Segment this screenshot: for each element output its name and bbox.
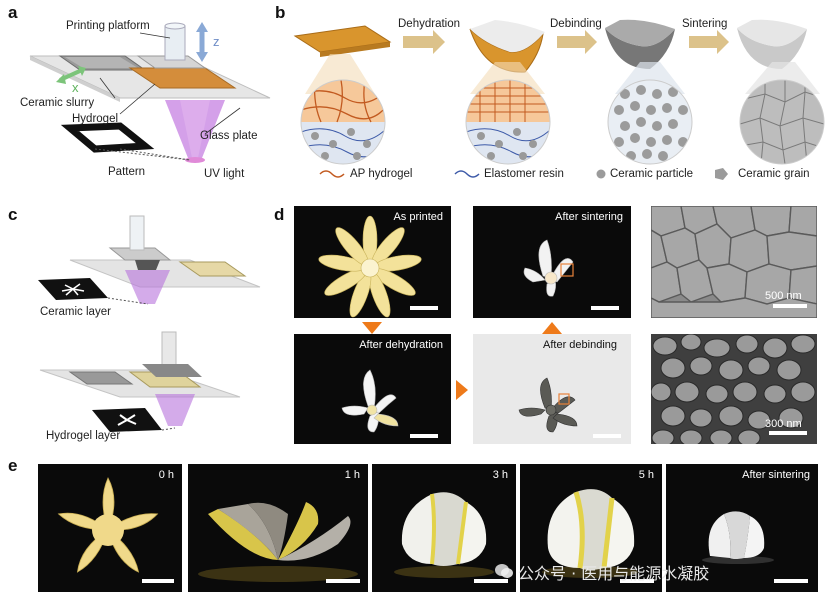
scale-bar — [591, 306, 619, 310]
label-0h: 0 h — [158, 469, 174, 481]
scale-bar — [620, 579, 654, 583]
label-debinding: Debinding — [550, 18, 602, 30]
scale-bar — [326, 579, 360, 583]
scale-bar — [769, 431, 807, 435]
label-as-printed: As printed — [393, 211, 443, 223]
flower-after-debinding — [518, 377, 578, 433]
label-1h: 1 h — [344, 469, 360, 481]
label-dehydration: Dehydration — [398, 18, 461, 30]
legend-elastomer-resin: Elastomer resin — [484, 168, 564, 180]
legend-ceramic-grain: Ceramic grain — [738, 168, 810, 180]
sem-after-debinding: 300 nm — [651, 334, 817, 444]
panel-label-c: c — [8, 205, 18, 224]
photo-as-printed: As printed — [294, 206, 451, 318]
watermark-text: 公众号 · 医用与能源水凝胶 — [518, 564, 710, 583]
star-flower-0h — [57, 477, 159, 573]
panel-label-b: b — [275, 3, 286, 22]
label-e-after-sintering: After sintering — [742, 469, 810, 481]
scale-bar — [410, 306, 438, 310]
label-z-axis: z — [213, 34, 220, 49]
scale-bar — [774, 579, 808, 583]
flower-3h — [394, 492, 494, 578]
panel-a-schematic — [29, 22, 271, 163]
label-3h: 3 h — [492, 469, 508, 481]
arrow-down — [362, 322, 382, 334]
label-hydrogel-layer: Hydrogel layer — [46, 430, 121, 442]
scale-bar — [474, 579, 508, 583]
label-ceramic-slurry: Ceramic slurry — [20, 97, 95, 109]
scale-bar — [142, 579, 174, 583]
photo-after-debinding: After debinding — [473, 334, 631, 444]
sem-after-sintering: 500 nm — [651, 206, 817, 318]
scale-bar — [593, 434, 621, 438]
photo-3h: 3 h — [372, 464, 516, 592]
label-pattern: Pattern — [108, 166, 146, 178]
flower-e-after-sintering — [702, 511, 774, 564]
label-after-dehydration: After dehydration — [359, 339, 443, 351]
photo-1h: 1 h — [188, 464, 368, 592]
label-x-axis: x — [72, 80, 79, 95]
scale-bar — [410, 434, 438, 438]
label-after-debinding: After debinding — [543, 339, 617, 351]
arrow-up — [542, 322, 562, 334]
flower-as-printed — [318, 215, 422, 318]
label-5h: 5 h — [638, 469, 654, 481]
panel-label-a: a — [8, 3, 18, 22]
photo-after-dehydration: After dehydration — [294, 334, 451, 444]
scale-label-300nm: 300 nm — [765, 418, 802, 430]
flower-5h — [542, 489, 638, 578]
legend-ceramic-particle: Ceramic particle — [610, 168, 694, 180]
label-ceramic-layer: Ceramic layer — [40, 306, 111, 318]
panel-label-e: e — [8, 456, 18, 475]
photo-e-after-sintering: After sintering — [666, 464, 818, 592]
photo-0h: 0 h — [38, 464, 182, 592]
label-sintering: Sintering — [682, 18, 728, 30]
sem-grains — [651, 206, 817, 318]
flower-1h — [198, 502, 358, 582]
flower-after-dehydration — [341, 369, 399, 433]
flower-after-sintering — [523, 239, 574, 297]
photo-5h: 5 h — [520, 464, 662, 592]
arrow-right — [456, 380, 468, 400]
legend-ap-hydrogel: AP hydrogel — [350, 168, 413, 180]
label-hydrogel: Hydrogel — [72, 113, 119, 125]
panel-b-process — [293, 19, 825, 180]
label-uv-light: UV light — [204, 168, 245, 180]
panel-label-d: d — [274, 205, 285, 224]
sem-particles — [651, 334, 816, 444]
scale-label-500nm: 500 nm — [765, 290, 802, 302]
label-after-sintering: After sintering — [555, 211, 623, 223]
panel-c-schematic — [38, 215, 261, 432]
label-printing-platform: Printing platform — [66, 20, 150, 32]
label-glass-plate: Glass plate — [200, 130, 258, 142]
photo-after-sintering: After sintering — [473, 206, 631, 318]
scale-bar — [773, 304, 807, 308]
wechat-icon — [495, 564, 513, 578]
